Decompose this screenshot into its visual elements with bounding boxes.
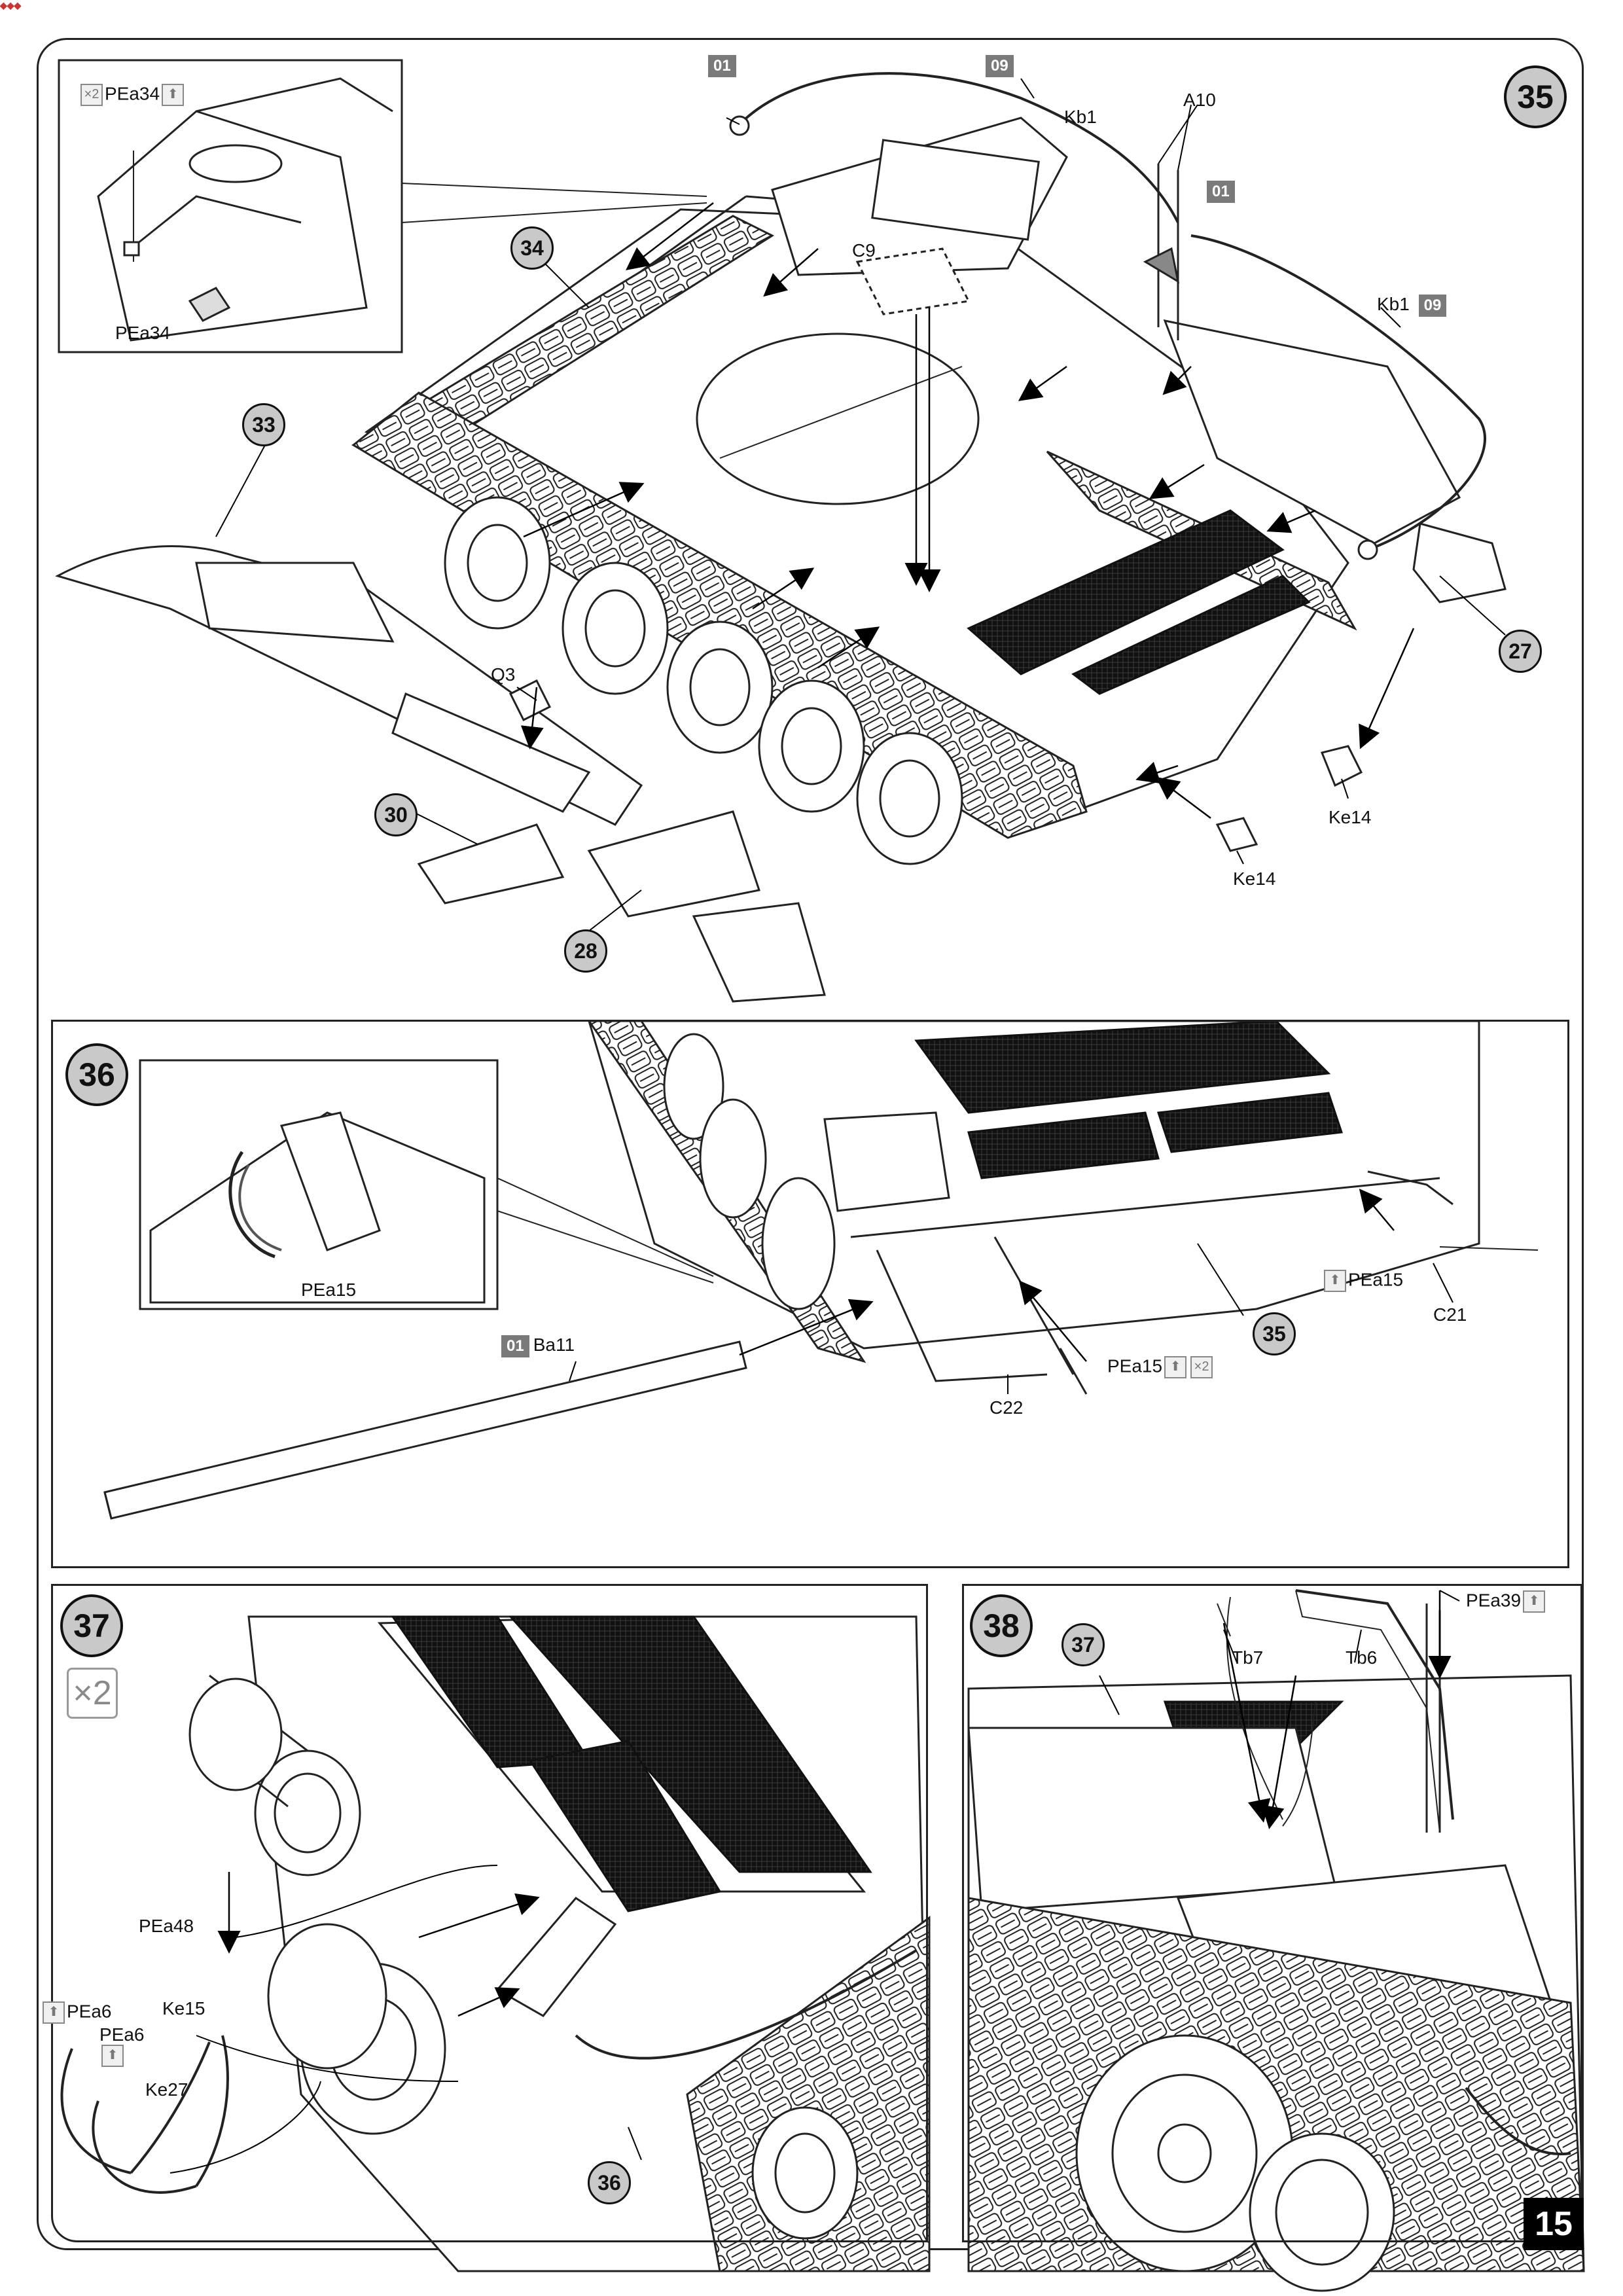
ref-step-27: 27: [1499, 630, 1542, 673]
sprue-tag-09-top: 09: [986, 55, 1014, 77]
step-number-38: 38: [970, 1594, 1033, 1657]
step37-drawing: [60, 1615, 931, 2272]
pea39-label: PEa39: [1466, 1590, 1522, 1611]
ref-step-34: 34: [510, 226, 554, 270]
part-label-pea15-right: ⬆PEa15: [1322, 1270, 1403, 1292]
photo-etch-icon: ⬆: [1523, 1590, 1546, 1613]
pea15-label: PEa15: [1107, 1355, 1163, 1376]
step36-panel: [51, 1020, 1569, 1568]
step36-drawing: [103, 1020, 1539, 1520]
pea34-label: PEa34: [105, 83, 160, 104]
photo-etch-icon: ⬆: [43, 2001, 65, 2024]
pea15-label: PEa15: [1348, 1269, 1404, 1290]
count-badge: 2: [1202, 1359, 1209, 1374]
step38-drawing: [967, 1589, 1585, 2292]
step-number-36: 36: [65, 1043, 128, 1106]
photo-etch-icon: ⬆: [1164, 1356, 1187, 1378]
part-label-ke14-right: Ke14: [1329, 807, 1372, 827]
multiplier-badge: ×2: [67, 1668, 118, 1719]
pea6-label: PEa6: [99, 2024, 145, 2045]
part-label-a10: A10: [1183, 90, 1216, 110]
step35-drawing: [55, 59, 1507, 1003]
count-badge: 2: [92, 87, 99, 101]
sprue-tag-01: 01: [501, 1335, 529, 1357]
step-number-35: 35: [1504, 65, 1567, 128]
sprue-tag-09-right: 09: [1418, 295, 1447, 317]
pea6-label: PEa6: [67, 2001, 112, 2022]
part-label-ke14-bottom: Ke14: [1233, 869, 1276, 889]
photo-etch-icon: ⬆: [1324, 1270, 1346, 1292]
multiplier-value: 2: [92, 1674, 112, 1712]
part-label-pea48: PEa48: [139, 1916, 194, 1936]
step38-panel: [962, 1584, 1582, 2242]
part-label-pea34-bottom: PEa34: [115, 323, 171, 343]
ref-step-37: 37: [1061, 1623, 1105, 1666]
part-label-tb7: Tb7: [1232, 1647, 1264, 1668]
count-icon: ×2: [1190, 1356, 1213, 1378]
part-label-c9: C9: [852, 240, 876, 260]
sprue-tag-01-left: 01: [708, 55, 736, 77]
part-label-pea6-a: ⬆PEa6: [41, 2001, 112, 2024]
ref-step-30: 30: [374, 793, 418, 836]
part-label-ke27: Ke27: [145, 2079, 188, 2100]
watermark-logo: ◆◆◆: [0, 0, 22, 10]
part-label-c21: C21: [1433, 1304, 1467, 1325]
photo-etch-icon: ⬆: [162, 84, 185, 106]
part-label-pea39: PEa39⬆: [1466, 1590, 1547, 1613]
part-label-kb1-right: Kb1 09: [1377, 294, 1447, 317]
part-label-tb6: Tb6: [1346, 1647, 1378, 1668]
part-label-kb1-top: Kb1: [1064, 107, 1097, 127]
part-label-c22: C22: [990, 1397, 1024, 1418]
sprue-tag-01-right: 01: [1207, 181, 1235, 203]
part-label-q3: Q3: [491, 664, 516, 685]
count-icon: ×2: [80, 84, 103, 106]
part-label-pea15-bottom: PEa15⬆×2: [1107, 1356, 1215, 1378]
page-number: 15: [1524, 2198, 1584, 2250]
kb1-label: Kb1: [1377, 294, 1410, 314]
part-label-pea15-inset: PEa15: [301, 1280, 357, 1300]
ref-step-28: 28: [564, 929, 607, 973]
step37-panel: [51, 1584, 928, 2242]
photo-etch-icon: ⬆: [101, 2045, 124, 2067]
ref-step-33: 33: [242, 403, 285, 446]
part-label-pea6-b: PEa6⬆: [99, 2025, 145, 2067]
ba11-label: Ba11: [533, 1335, 575, 1355]
step-number-37: 37: [60, 1594, 123, 1657]
ref-step-36: 36: [588, 2161, 631, 2204]
ref-step-35: 35: [1253, 1312, 1296, 1355]
part-label-ke15: Ke15: [162, 1998, 205, 2018]
